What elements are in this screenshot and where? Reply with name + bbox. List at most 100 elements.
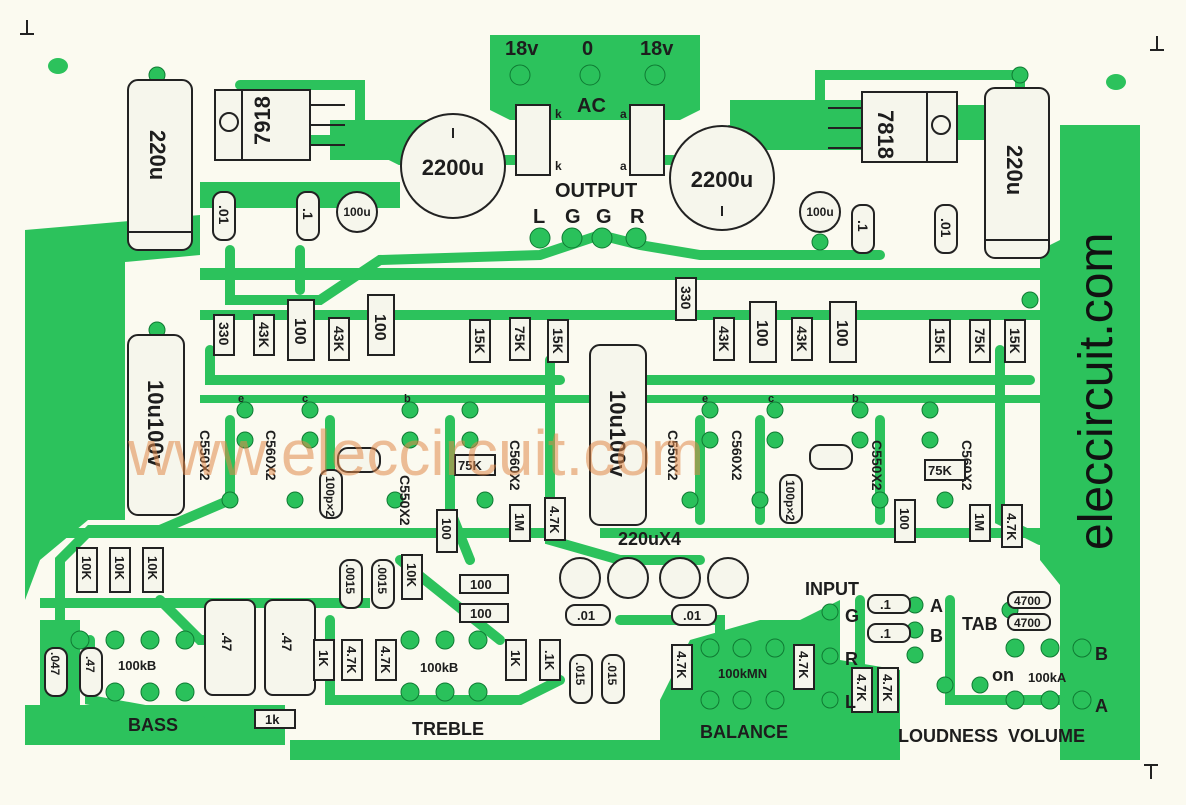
corner-marks	[20, 20, 1164, 779]
svg-text:1K: 1K	[316, 650, 331, 667]
power-18v-right: 18v	[640, 38, 674, 60]
output-title: OUTPUT	[555, 180, 637, 202]
svg-text:.0015: .0015	[343, 564, 357, 594]
capacitor-2200u-left: 2200u	[400, 113, 506, 219]
svg-text:4.7K: 4.7K	[796, 651, 811, 679]
capacitor-10u100v-mid: 10u100v	[589, 344, 647, 526]
svg-text:100: 100	[439, 518, 454, 540]
resistors-top-mid: 15K 75K 15K 330	[469, 277, 697, 363]
svg-text:10K: 10K	[145, 556, 160, 580]
bass-label: BASS	[128, 715, 178, 735]
svg-text:10K: 10K	[112, 556, 127, 580]
svg-text:100kB: 100kB	[118, 658, 156, 673]
tab-title: TAB	[962, 614, 998, 634]
svg-text:75K: 75K	[972, 328, 988, 354]
balance-section: 4.7K 4.7K 4.7K 4.7K 100kMN BALANCE	[671, 644, 899, 742]
svg-text:15K: 15K	[472, 328, 488, 354]
svg-text:b: b	[404, 393, 411, 405]
volume-label: VOLUME	[1008, 726, 1085, 746]
svg-text:2200u: 2200u	[422, 155, 484, 180]
svg-text:1M: 1M	[512, 513, 527, 531]
small-caps-top: .01 .1 .1 .01	[212, 191, 958, 254]
svg-text:1K: 1K	[508, 650, 523, 667]
svg-text:A: A	[1095, 696, 1108, 716]
svg-text:C550X2: C550X2	[197, 430, 213, 481]
svg-text:a: a	[620, 107, 627, 121]
svg-text:100: 100	[753, 320, 770, 347]
svg-text:1M: 1M	[972, 513, 987, 531]
svg-text:100: 100	[371, 314, 388, 341]
capacitor-220u-right: 220u	[984, 87, 1050, 259]
svg-text:220u: 220u	[1002, 145, 1027, 195]
svg-text:10u100v: 10u100v	[605, 390, 630, 478]
svg-text:10K: 10K	[79, 556, 94, 580]
resistors-far-right: 15K 75K 15K	[929, 319, 1026, 363]
svg-text:C550X2: C550X2	[665, 430, 681, 481]
svg-text:4700: 4700	[1014, 616, 1041, 630]
svg-text:A: A	[930, 596, 943, 616]
power-0: 0	[582, 38, 593, 60]
svg-text:G: G	[565, 206, 581, 228]
svg-text:B: B	[930, 626, 943, 646]
svg-text:4.7K: 4.7K	[880, 674, 895, 702]
svg-text:L: L	[845, 692, 856, 712]
svg-text:C550X2: C550X2	[869, 440, 885, 491]
svg-text:k: k	[555, 159, 562, 173]
treble-label: TREBLE	[412, 719, 484, 739]
svg-text:.01: .01	[938, 218, 954, 238]
svg-text:C560X2: C560X2	[507, 440, 523, 491]
svg-text:100p×2: 100p×2	[783, 480, 797, 521]
svg-text:k: k	[555, 107, 562, 121]
svg-text:.1K: .1K	[542, 650, 557, 671]
svg-text:.1: .1	[880, 626, 891, 641]
regulator-left-label: 7918	[250, 96, 275, 145]
svg-text:100u: 100u	[806, 205, 833, 219]
svg-text:G: G	[845, 606, 859, 626]
svg-text:10K: 10K	[404, 563, 419, 587]
balance-label: BALANCE	[700, 722, 788, 742]
svg-text:4700: 4700	[1014, 594, 1041, 608]
svg-text:100: 100	[291, 318, 308, 345]
svg-text:C560X2: C560X2	[729, 430, 745, 481]
svg-text:15K: 15K	[1007, 328, 1023, 354]
capacitor-100u-right: 100u	[799, 191, 841, 233]
svg-text:100kMN: 100kMN	[718, 666, 767, 681]
mid-components: 100p×2 75K 75K 100p×2 100 1M 4.7K 100 1M…	[319, 444, 1023, 553]
svg-text:10u100v: 10u100v	[143, 380, 168, 468]
svg-text:.47: .47	[279, 632, 295, 652]
svg-text:4.7K: 4.7K	[854, 674, 869, 702]
svg-text:75K: 75K	[928, 463, 952, 478]
watermark-text: www.eleccircuit.com	[127, 417, 704, 489]
resistors-top-left: 330 43K 100 43K 100	[213, 294, 395, 361]
svg-text:e: e	[702, 393, 708, 405]
svg-text:b: b	[852, 393, 859, 405]
capacitor-220u-left: 220u	[127, 79, 193, 251]
input-title: INPUT	[805, 579, 859, 599]
svg-text:4.7K: 4.7K	[344, 646, 359, 674]
ac-label: AC	[577, 95, 606, 117]
capacitor-2200u-right: 2200u	[669, 125, 775, 231]
svg-text:4.7K: 4.7K	[547, 506, 562, 534]
diode-bridge: k k a a	[515, 104, 665, 176]
svg-text:220u: 220u	[145, 130, 170, 180]
svg-text:R: R	[630, 206, 645, 228]
svg-text:.015: .015	[605, 662, 619, 686]
svg-text:15K: 15K	[932, 328, 948, 354]
resistors-top-right: 43K 100 43K 100	[713, 301, 857, 363]
svg-text:75K: 75K	[512, 326, 528, 352]
tab-on: on	[992, 665, 1014, 685]
svg-text:.47: .47	[83, 656, 97, 673]
side-brand-text: eleccircuit.com	[1070, 233, 1123, 550]
svg-text:1k: 1k	[265, 712, 280, 727]
svg-text:.01: .01	[577, 608, 595, 623]
svg-text:43K: 43K	[331, 326, 347, 352]
svg-text:43K: 43K	[794, 326, 810, 352]
svg-text:100kB: 100kB	[420, 660, 458, 675]
svg-text:330: 330	[678, 286, 694, 310]
svg-text:100kA: 100kA	[1028, 670, 1067, 685]
svg-text:100: 100	[833, 320, 850, 347]
svg-text:.1: .1	[880, 597, 891, 612]
input-section: INPUT G R L .1 .1 A B TAB on 4700 4700 B…	[805, 579, 1108, 746]
